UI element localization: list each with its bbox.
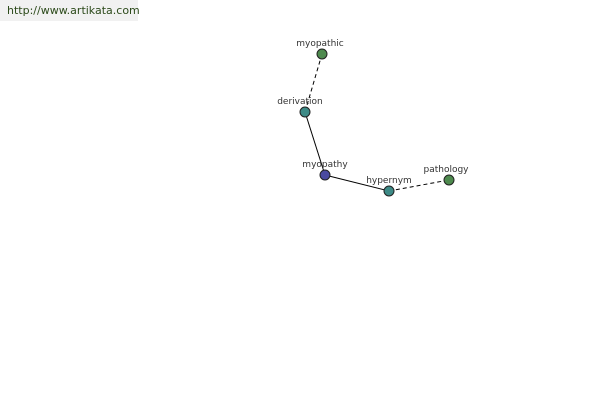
node-circle-myopathy[interactable] [319, 169, 331, 181]
nodes-layer: myopathic derivation myopathy hypernym patho… [277, 39, 469, 197]
edge-myopathy-hypernym [324, 174, 390, 192]
node-label-derivation: derivation [277, 97, 323, 107]
node-label-pathology: pathology [423, 165, 469, 175]
node-pathology[interactable]: pathology [423, 165, 469, 186]
node-circle-pathology[interactable] [443, 174, 455, 186]
source-url-link[interactable]: http://www.artikata.com [7, 4, 140, 17]
edge-myopathic-derivation [304, 53, 323, 113]
node-myopathic[interactable]: myopathic [296, 39, 344, 60]
node-circle-hypernym[interactable] [383, 185, 395, 197]
node-circle-derivation[interactable] [299, 106, 311, 118]
node-derivation[interactable]: derivation [277, 97, 323, 118]
node-hypernym[interactable]: hypernym [366, 176, 412, 197]
node-myopathy[interactable]: myopathy [302, 160, 348, 181]
node-label-myopathic: myopathic [296, 39, 344, 49]
node-circle-myopathic[interactable] [316, 48, 328, 60]
node-label-hypernym: hypernym [366, 176, 412, 186]
node-label-myopathy: myopathy [302, 160, 348, 170]
edge-hypernym-pathology [388, 179, 450, 192]
edges-layer [304, 53, 450, 192]
source-url-banner[interactable]: http://www.artikata.com [0, 0, 140, 21]
edge-derivation-myopathy [304, 111, 326, 176]
